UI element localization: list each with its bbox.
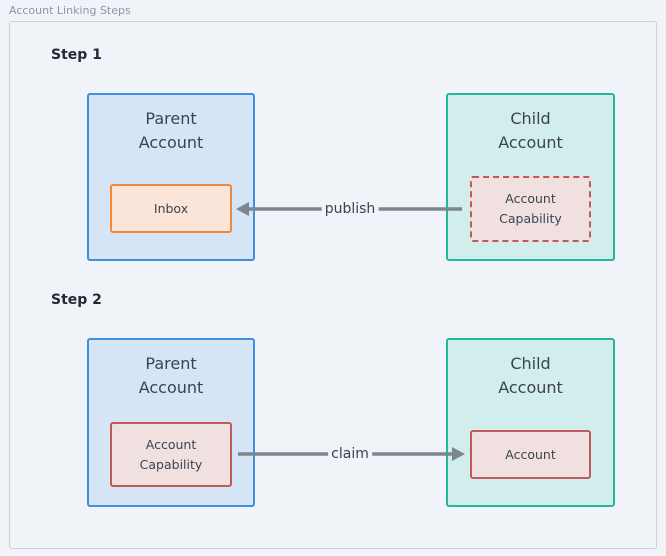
step-1-account-capability: Account Capability [470,176,591,242]
step-2-account-capability: Account Capability [110,422,232,487]
claim-edge-label: claim [328,446,372,462]
step-1-inbox: Inbox [110,184,232,233]
step-1-parent-account: Parent Account [87,93,255,261]
step-2-label: Step 2 [51,292,102,308]
step-1-label: Step 1 [51,47,102,63]
step-2-account: Account [470,430,591,479]
diagram-frame [9,21,657,549]
publish-edge-label: publish [321,201,379,217]
diagram-title: Account Linking Steps [9,4,131,17]
